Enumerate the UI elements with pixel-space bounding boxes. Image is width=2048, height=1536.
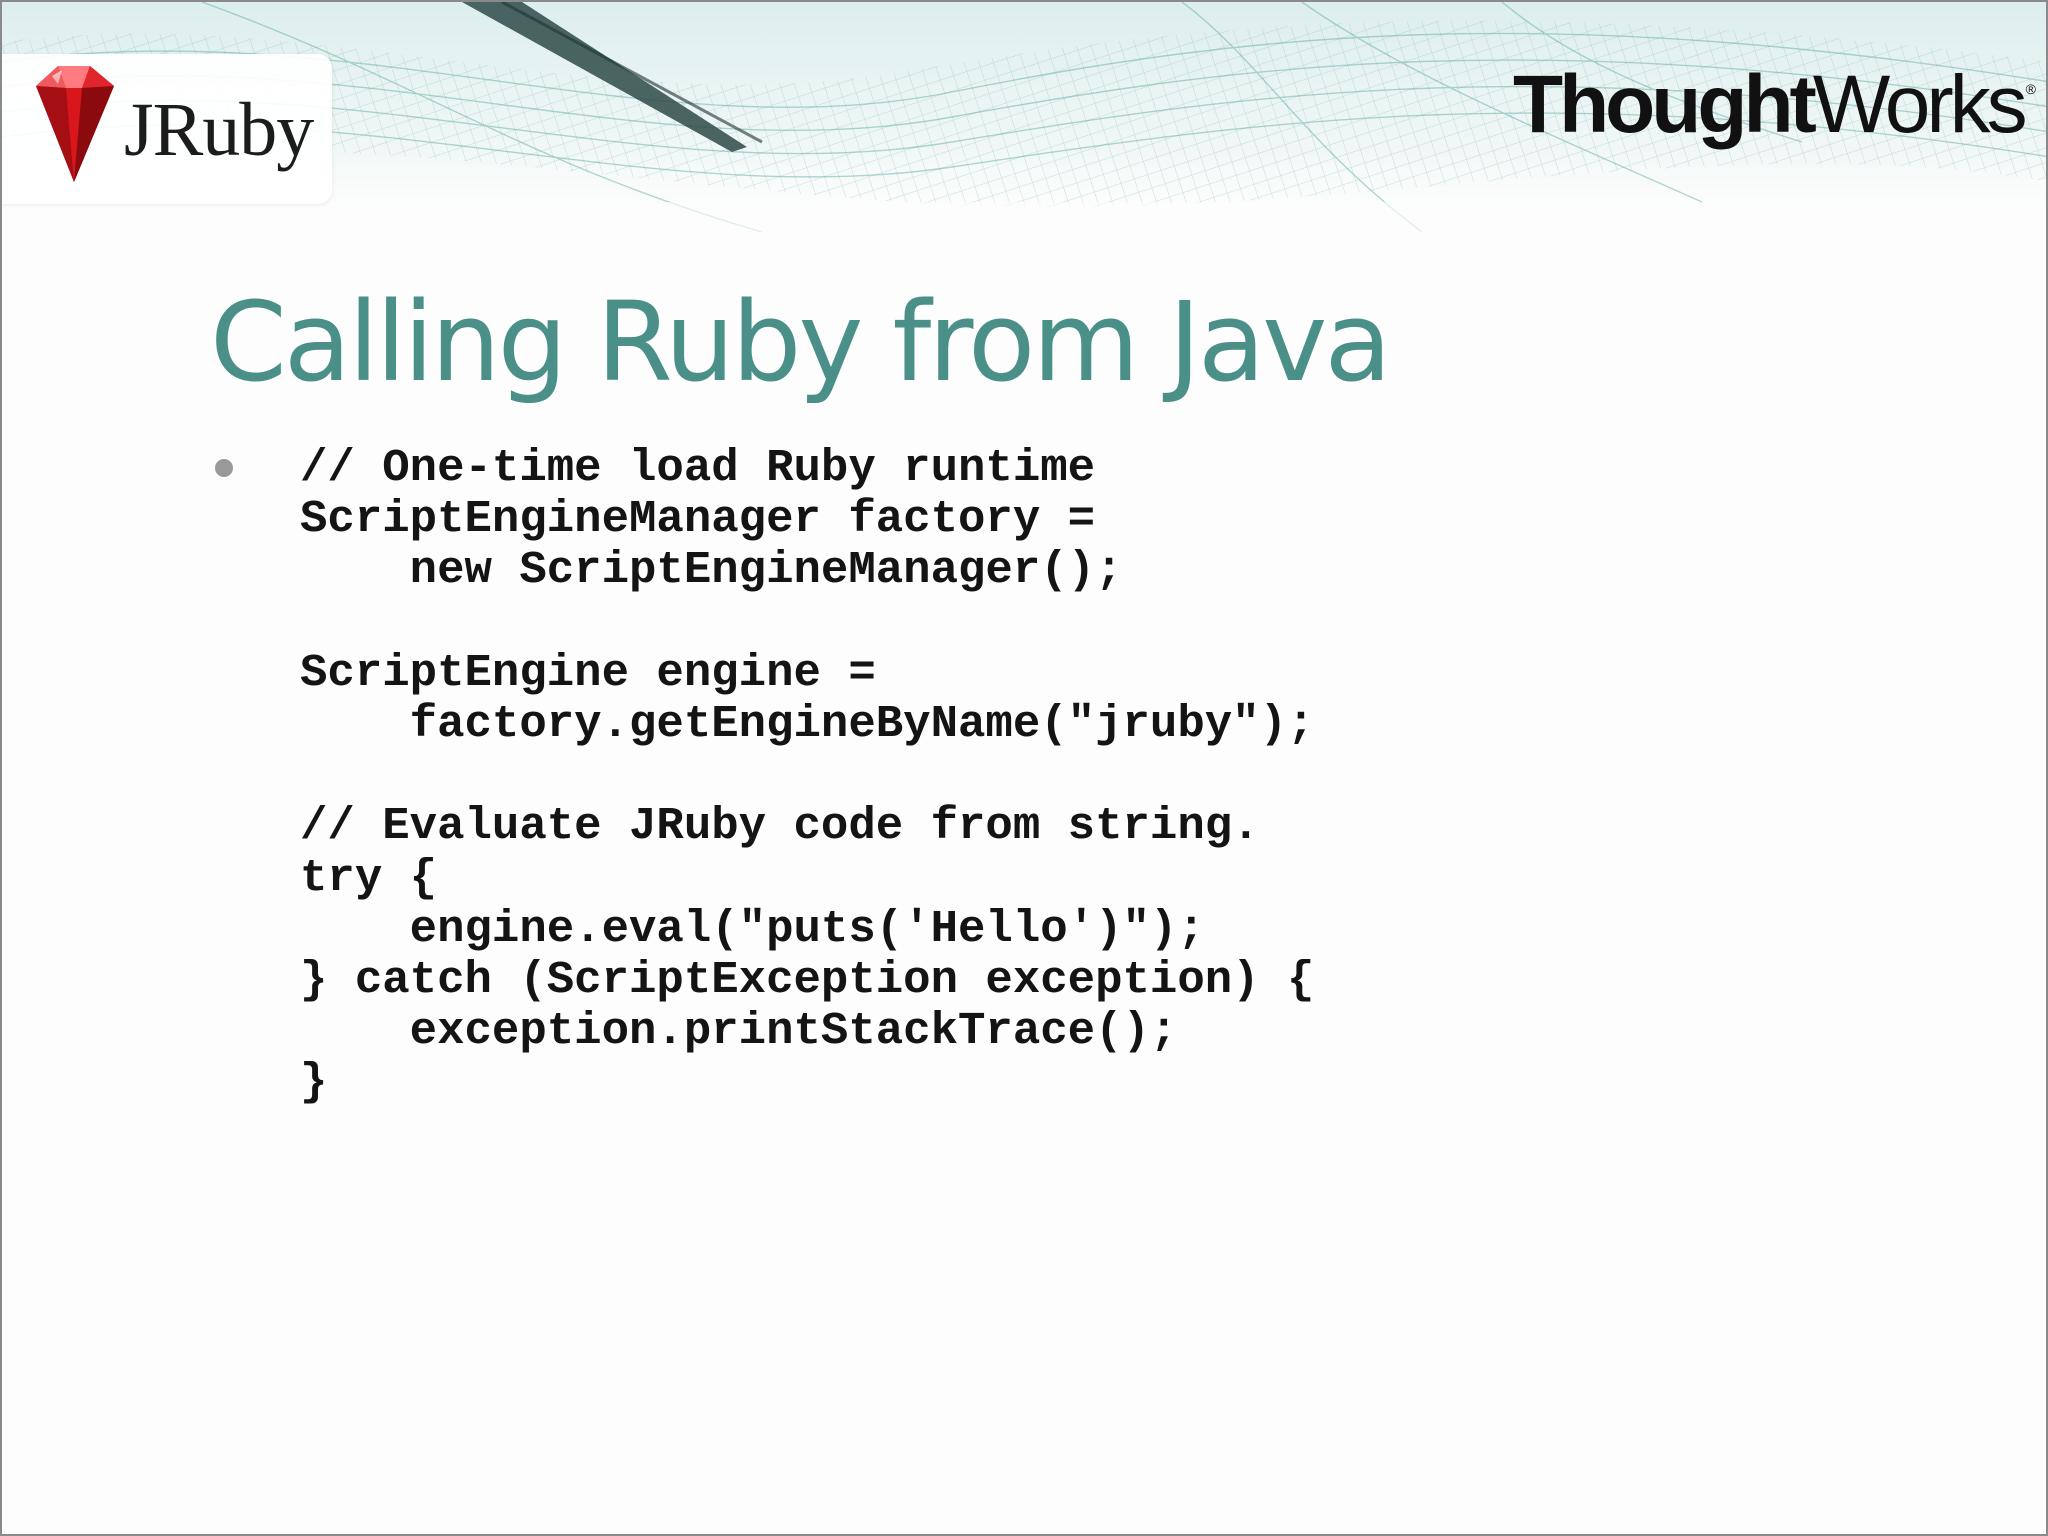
thoughtworks-logo: ThoughtWorks®: [1513, 64, 2036, 146]
code-line: // One-time load Ruby runtime: [300, 442, 1096, 494]
code-line: try {: [300, 851, 438, 904]
code-line: new ScriptEngineManager();: [300, 544, 1123, 597]
code-line: [300, 750, 1314, 801]
code-line: [300, 597, 1314, 648]
code-line: ScriptEngine engine =: [300, 646, 876, 699]
registered-mark: ®: [2025, 81, 2036, 97]
header-banner: JRuby ThoughtWorks®: [2, 2, 2046, 232]
thoughtworks-logo-regular: Works: [1812, 59, 2028, 150]
code-line: } catch (ScriptException exception) {: [300, 953, 1315, 1006]
jruby-logo-text: JRuby: [124, 88, 314, 172]
code-line: // Evaluate JRuby code from string.: [300, 800, 1260, 853]
slide-title: Calling Ruby from Java: [210, 278, 1392, 406]
bullet-point: [215, 459, 233, 477]
ruby-gem-icon: [36, 66, 114, 182]
thoughtworks-logo-bold: Thought: [1513, 59, 1817, 150]
jruby-logo: JRuby: [2, 54, 332, 204]
code-line: ScriptEngineManager factory =: [300, 493, 1096, 546]
code-block: // One-time load Ruby runtime ScriptEngi…: [300, 442, 1315, 1109]
code-line: exception.printStackTrace();: [300, 1005, 1178, 1058]
code-line: factory.getEngineByName("jruby");: [300, 697, 1315, 750]
mesh-wave-graphic: [2, 2, 2046, 232]
code-line: }: [300, 1056, 328, 1109]
code-line: engine.eval("puts('Hello')");: [300, 902, 1205, 955]
